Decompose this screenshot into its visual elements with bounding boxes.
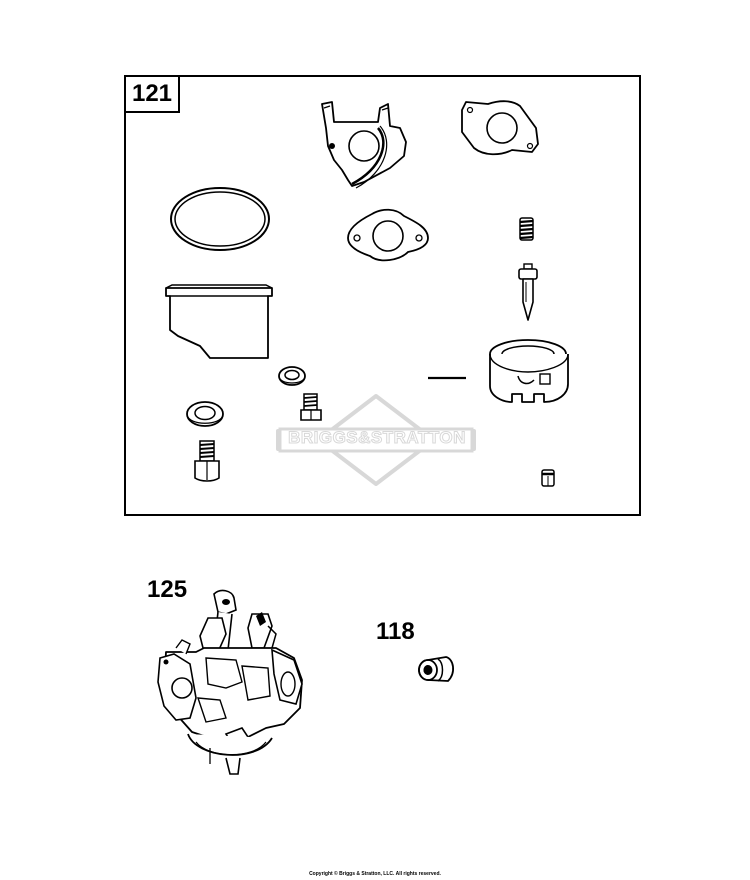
o-ring-gasket[interactable]	[168, 186, 272, 252]
float[interactable]	[482, 336, 576, 408]
copyright-notice: Copyright © Briggs & Stratton, LLC. All …	[309, 871, 441, 877]
bracket-plate[interactable]	[318, 101, 410, 190]
sealing-washer-small[interactable]	[277, 365, 307, 387]
flange-gasket[interactable]	[346, 208, 430, 264]
sealing-washer-large[interactable]	[185, 400, 225, 430]
callout-121[interactable]: 121	[124, 75, 180, 113]
intake-gasket-upper[interactable]	[460, 100, 544, 156]
inlet-needle[interactable]	[516, 263, 540, 322]
callout-125[interactable]: 125	[147, 576, 188, 603]
callout-118[interactable]: 118	[376, 618, 415, 645]
float-pin[interactable]	[428, 376, 466, 380]
bowl-bolt[interactable]	[193, 440, 221, 482]
fitting-118[interactable]	[416, 653, 456, 685]
watermark-text: BRIGGS&STRATTON	[288, 428, 466, 448]
spring[interactable]	[518, 217, 536, 241]
main-jet[interactable]	[299, 393, 323, 423]
float-bowl[interactable]	[164, 284, 274, 360]
kit-121-frame	[124, 75, 641, 516]
small-nut[interactable]	[539, 468, 557, 488]
brand-watermark-logo	[272, 393, 480, 487]
carburetor-assembly[interactable]	[156, 588, 316, 778]
